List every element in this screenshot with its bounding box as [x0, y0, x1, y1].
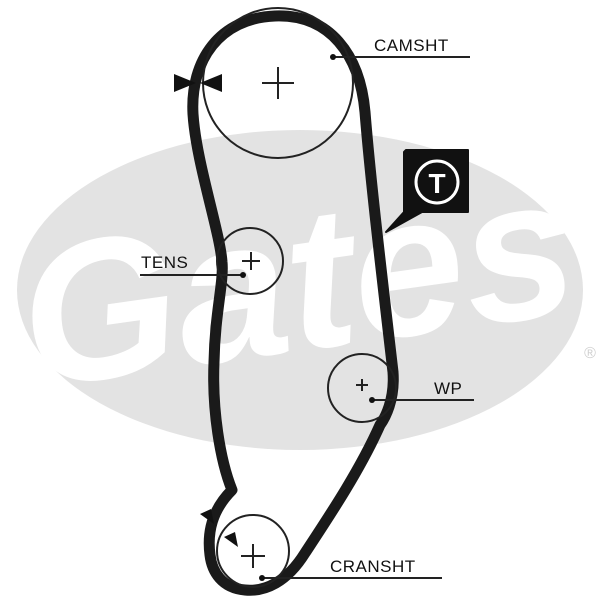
timing-arrow-down-right-icon	[200, 509, 214, 524]
timing-belt	[187, 10, 399, 596]
water-pump-pulley-circle	[327, 353, 397, 423]
timing-arrow-down-right-icon	[224, 532, 238, 547]
crankshaft-center-cross-icon	[241, 544, 265, 568]
water-pump-center-cross-icon	[356, 379, 368, 391]
camshaft-label: CAMSHT	[374, 36, 449, 55]
tensioner-center-cross-icon	[242, 252, 260, 270]
camshaft-timing-mark	[174, 74, 222, 92]
crankshaft-pulley-circle	[216, 514, 290, 588]
timing-arrow-right-icon	[174, 74, 196, 92]
tensioner-label: TENS	[141, 253, 188, 272]
tensioner-pulley-circle	[216, 227, 284, 295]
watermark-registered-mark: ®	[584, 345, 596, 362]
camshaft-center-cross-icon	[262, 67, 294, 99]
leader-lines	[140, 56, 474, 579]
camshaft-leader-dot	[330, 54, 336, 60]
crankshaft-timing-mark	[200, 509, 238, 547]
tension-badge-letter: T	[428, 168, 445, 199]
crankshaft-leader-dot	[259, 575, 265, 581]
leader-dots	[240, 54, 375, 581]
tension-badge-ring	[414, 159, 460, 205]
tensioner-leader-dot	[240, 272, 246, 278]
crankshaft-pulley	[216, 514, 290, 588]
crankshaft-label: CRANSHT	[330, 557, 416, 576]
water-pump-label: WP	[434, 379, 462, 398]
tensioner-pulley	[216, 227, 284, 295]
water-pump-leader-dot	[369, 397, 375, 403]
tension-badge-shape	[385, 149, 469, 233]
timing-arrow-left-icon	[200, 74, 222, 92]
water-pump-pulley	[327, 353, 397, 423]
tension-callout-badge: T	[385, 149, 469, 233]
